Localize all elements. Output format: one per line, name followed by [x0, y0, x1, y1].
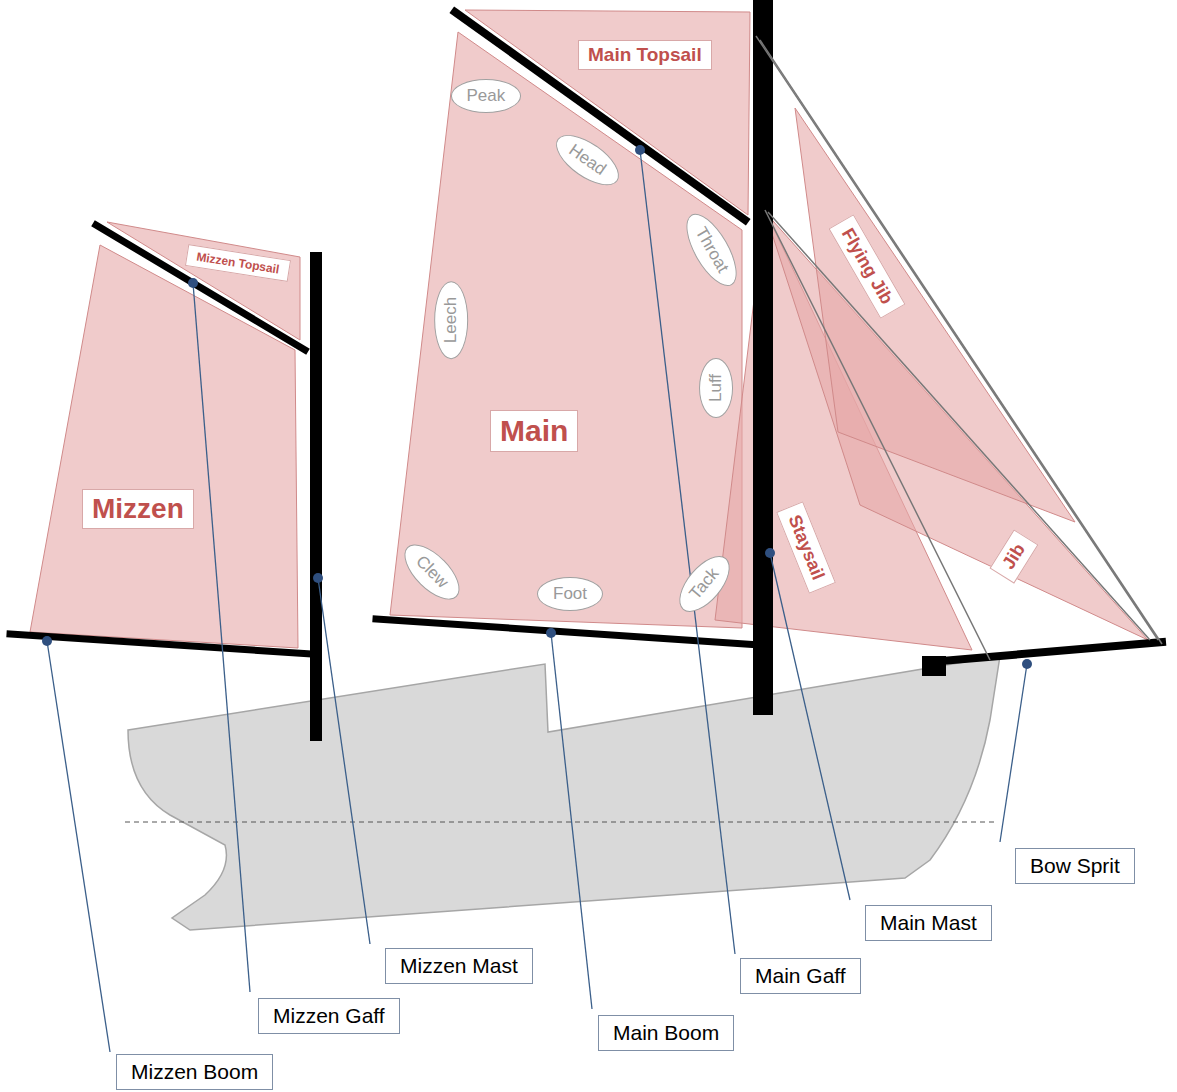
label-text: Bow Sprit: [1030, 854, 1120, 878]
label-text: Mizzen Mast: [400, 954, 518, 978]
sail-part-oval: Luff: [699, 358, 733, 418]
sail-part-oval: Peak: [451, 79, 522, 113]
part-label: Mizzen Mast: [385, 948, 533, 984]
label-text: Mizzen: [92, 493, 184, 525]
sail-label: Main: [490, 410, 578, 452]
label-text: Leech: [441, 297, 461, 343]
part-label: Main Boom: [598, 1015, 734, 1051]
sail-part-oval: Foot: [537, 577, 603, 611]
label-text: Main Mast: [880, 911, 977, 935]
mizzen-boom: [10, 634, 312, 654]
stays: [756, 36, 1162, 660]
part-label: Mizzen Boom: [116, 1054, 273, 1090]
label-text: Main Gaff: [755, 964, 846, 988]
label-text: Foot: [553, 584, 587, 604]
part-label: Bow Sprit: [1015, 848, 1135, 884]
sail-label: Main Topsail: [578, 40, 712, 70]
leader-lines: [47, 150, 1027, 1052]
waterline: [125, 822, 995, 823]
mizzen-mast: [310, 258, 322, 735]
mizzen-sail: [30, 245, 298, 648]
label-text: Mizzen Gaff: [273, 1004, 385, 1028]
label-text: Luff: [706, 374, 726, 402]
bowsprit-bitt: [922, 656, 946, 676]
part-label: Main Mast: [865, 905, 992, 941]
label-text: Main Boom: [613, 1021, 719, 1045]
label-text: Main: [500, 414, 568, 448]
mizzen-gaff: [96, 225, 305, 350]
part-label: Main Gaff: [740, 958, 861, 994]
part-label: Mizzen Gaff: [258, 998, 400, 1034]
label-text: Main Topsail: [588, 44, 702, 66]
flying-jib: [795, 108, 1075, 522]
label-text: Peak: [467, 86, 506, 106]
main-mast: [753, 2, 773, 705]
sail-part-oval: Leech: [434, 281, 468, 359]
main-gaff: [455, 12, 745, 220]
spars: [10, 2, 1162, 735]
label-text: Mizzen Boom: [131, 1060, 258, 1084]
bowsprit: [930, 642, 1162, 662]
main-boom: [376, 619, 760, 645]
leader-dots: [42, 145, 1032, 669]
sail-label: Mizzen: [82, 489, 194, 529]
hull: [128, 656, 1000, 930]
main-sail: [390, 32, 742, 628]
sails: [30, 10, 1148, 650]
